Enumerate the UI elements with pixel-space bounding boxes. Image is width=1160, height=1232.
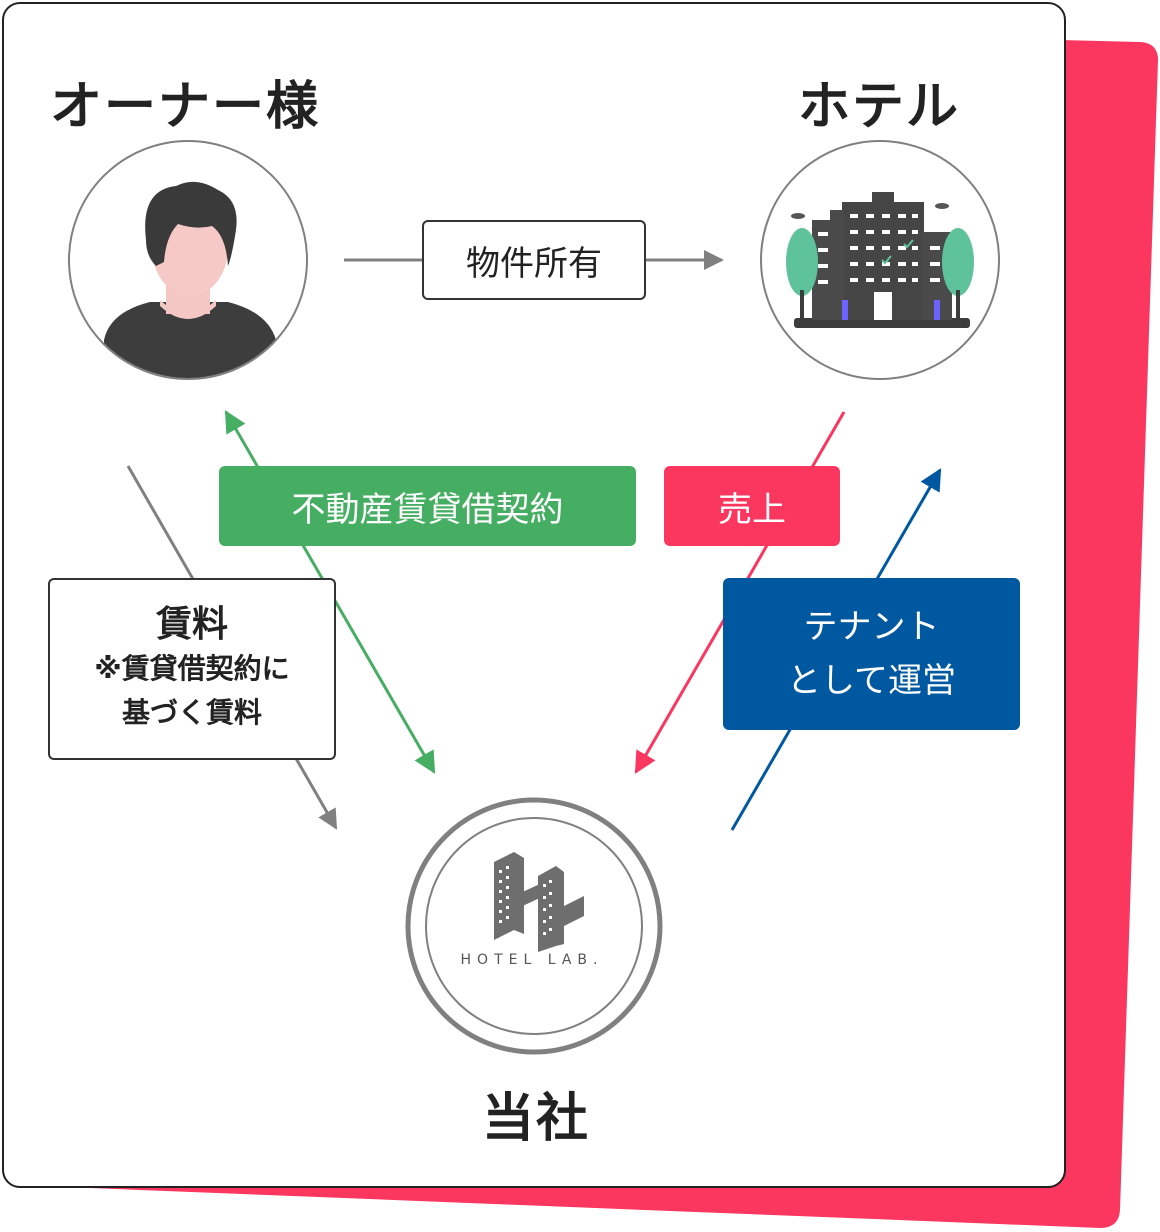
hotel-building-icon [760,140,1000,380]
property-ownership-label: 物件所有 [422,220,646,300]
sales-label: 売上 [664,466,840,546]
tenant-label-line2: として運営 [787,661,956,701]
hotel-label: ホテル [798,77,961,137]
rent-label-title: 賃料 [155,604,228,645]
hotel-lab-logo-icon [405,797,663,1055]
rent-label: 賃料 ※賃貸借契約に 基づく賃料 [48,578,336,760]
rent-note-line1: ※賃貸借契約に [94,652,290,685]
owner-avatar-icon [68,140,308,380]
tenant-label-line1: テナント [803,607,940,647]
company-label: 当社 [482,1089,591,1149]
tenant-operation-label: テナント として運営 [723,578,1020,730]
rent-note-line2: 基づく賃料 [121,696,262,729]
logo-wordmark: HOTEL LAB. [460,952,604,968]
owner-label: オーナー様 [50,77,321,137]
lease-contract-label: 不動産賃貸借契約 [219,466,636,546]
